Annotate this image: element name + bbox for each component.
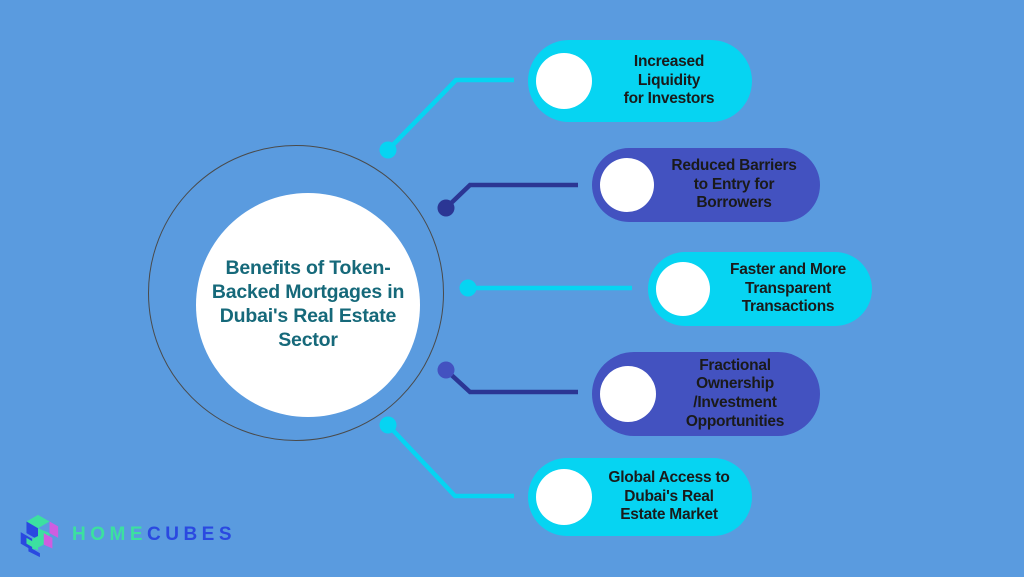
cube-logo-icon	[20, 514, 59, 558]
benefit-card-2-label: Reduced Barriers to Entry for Borrowers	[671, 157, 797, 212]
benefit-card-1[interactable]: Increased Liquidity for Investors	[528, 40, 752, 122]
brand-logo-word-home: HOME	[72, 524, 147, 545]
benefit-card-5-label: Global Access to Dubai's Real Estate Mar…	[608, 469, 730, 524]
benefit-card-4[interactable]: Fractional Ownership /Investment Opportu…	[592, 352, 820, 436]
benefit-card-4-icon-circle	[600, 366, 656, 422]
connector-line-2	[444, 182, 578, 210]
benefit-card-3-label: Faster and More Transparent Transactions	[730, 261, 846, 316]
connector-line-5	[386, 423, 514, 499]
connector-line-4	[444, 368, 578, 395]
brand-logo-word-cubes: CUBES	[147, 524, 237, 545]
connector-node-5	[379, 416, 397, 434]
benefit-card-3[interactable]: Faster and More Transparent Transactions	[648, 252, 872, 326]
connector-node-3	[459, 279, 477, 297]
benefit-card-3-bubble: Faster and More Transparent Transactions	[648, 252, 872, 326]
brand-logo[interactable]: HOMECUBES	[14, 506, 232, 564]
benefit-card-5-icon-circle	[536, 469, 592, 525]
benefit-card-1-bubble: Increased Liquidity for Investors	[528, 40, 752, 122]
hub-core: Benefits of Token-Backed Mortgages in Du…	[196, 193, 420, 417]
benefit-card-2-bubble: Reduced Barriers to Entry for Borrowers	[592, 148, 820, 222]
benefit-card-2[interactable]: Reduced Barriers to Entry for Borrowers	[592, 148, 820, 222]
connector-node-4	[437, 361, 455, 379]
benefit-card-4-bubble: Fractional Ownership /Investment Opportu…	[592, 352, 820, 436]
benefit-card-1-icon-circle	[536, 53, 592, 109]
benefit-card-5-bubble: Global Access to Dubai's Real Estate Mar…	[528, 458, 752, 536]
hub-outer-ring	[148, 145, 444, 441]
connector-line-1	[386, 77, 514, 152]
benefit-card-5[interactable]: Global Access to Dubai's Real Estate Mar…	[528, 458, 752, 536]
hub-title: Benefits of Token-Backed Mortgages in Du…	[211, 257, 405, 351]
benefit-card-3-icon-circle	[656, 262, 710, 316]
connector-node-2	[437, 199, 455, 217]
benefit-card-1-label: Increased Liquidity for Investors	[623, 53, 715, 108]
benefit-card-4-label: Fractional Ownership /Investment Opportu…	[685, 356, 785, 430]
brand-logo-text: HOMECUBES	[72, 524, 236, 546]
benefit-card-2-icon-circle	[600, 158, 654, 212]
connector-node-1	[379, 141, 397, 159]
